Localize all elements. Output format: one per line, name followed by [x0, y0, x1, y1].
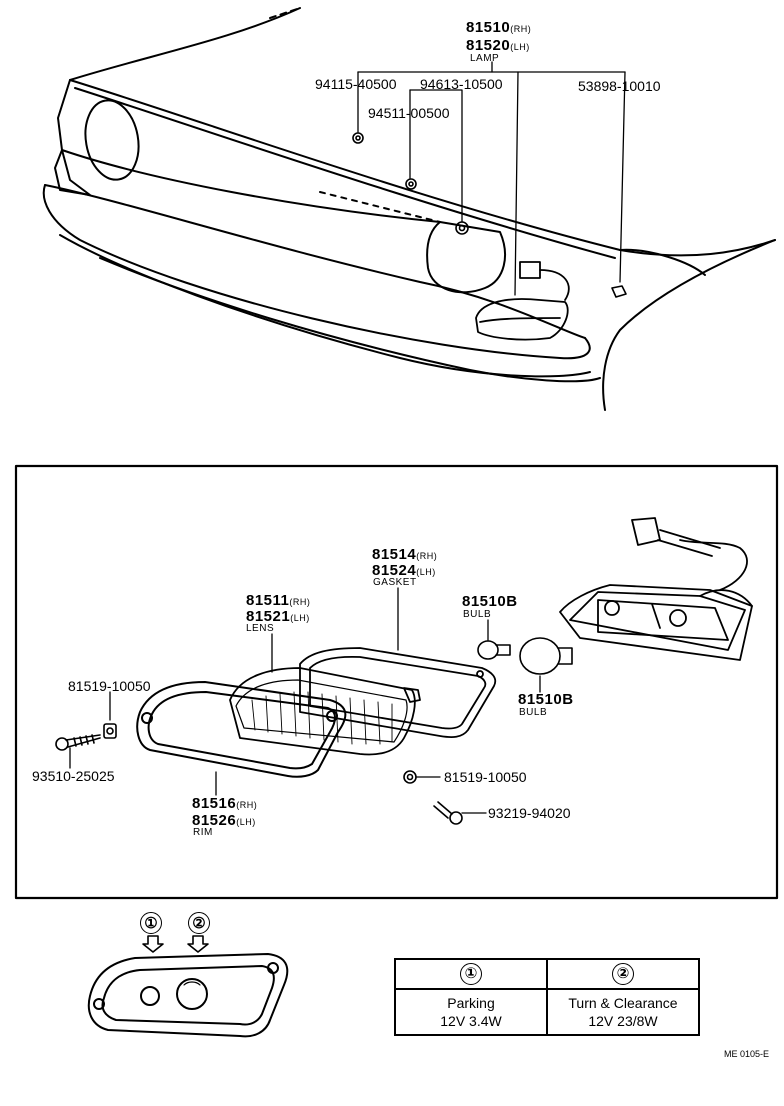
exploded-fasteners — [56, 724, 462, 824]
detail-socket — [89, 954, 288, 1036]
part-94511-00500: 94511-00500 — [368, 105, 450, 121]
gasket-lh-label: 81524(LH) — [372, 562, 436, 579]
rim-caption: RIM — [193, 827, 213, 838]
top-fasteners — [353, 133, 626, 297]
lens-rh-label: 81511(RH) — [246, 592, 311, 609]
detail-marker-2: ② — [188, 912, 210, 934]
bulb2-label: 81510B — [518, 691, 574, 708]
bulb1-label: 81510B — [462, 593, 518, 610]
top-leader-lines — [358, 62, 625, 295]
lamp-housing — [560, 518, 752, 660]
lens-caption: LENS — [246, 623, 275, 634]
lamp-rh-label: 81510(RH) — [466, 19, 532, 36]
bulb2-caption: BULB — [519, 707, 548, 718]
lens — [230, 668, 420, 754]
part-94613-10500: 94613-10500 — [420, 76, 503, 92]
nut-left-label: 81519-10050 — [68, 678, 151, 694]
bulbs — [478, 638, 572, 674]
rim-lh-label: 81526(LH) — [192, 812, 256, 829]
table-header-2: ② — [548, 960, 698, 990]
lens-lh-label: 81521(LH) — [246, 608, 310, 625]
gasket-rh-label: 81514(RH) — [372, 546, 438, 563]
part-53898-10010: 53898-10010 — [578, 78, 661, 94]
exploded-view-frame — [16, 466, 777, 898]
gasket — [300, 648, 495, 737]
gasket-caption: GASKET — [373, 577, 417, 588]
lamp-caption: LAMP — [470, 53, 500, 64]
nut-right-label: 81519-10050 — [444, 769, 527, 785]
detail-marker-1: ① — [140, 912, 162, 934]
vehicle-front-outline — [44, 8, 775, 410]
lamp-lh-label: 81520(LH) — [466, 37, 530, 54]
diagram-code: ME 0105-E — [724, 1049, 770, 1059]
screw-right-label: 93219-94020 — [488, 805, 571, 821]
exploded-leader-lines — [70, 588, 540, 813]
detail-arrows — [143, 936, 208, 952]
rim — [137, 682, 345, 777]
table-header-1: ① — [396, 960, 548, 990]
rim-rh-label: 81516(RH) — [192, 795, 258, 812]
screw-left-label: 93510-25025 — [32, 768, 115, 784]
part-94115-40500: 94115-40500 — [315, 76, 397, 92]
installed-lamp — [476, 262, 569, 340]
bulb1-caption: BULB — [463, 609, 492, 620]
